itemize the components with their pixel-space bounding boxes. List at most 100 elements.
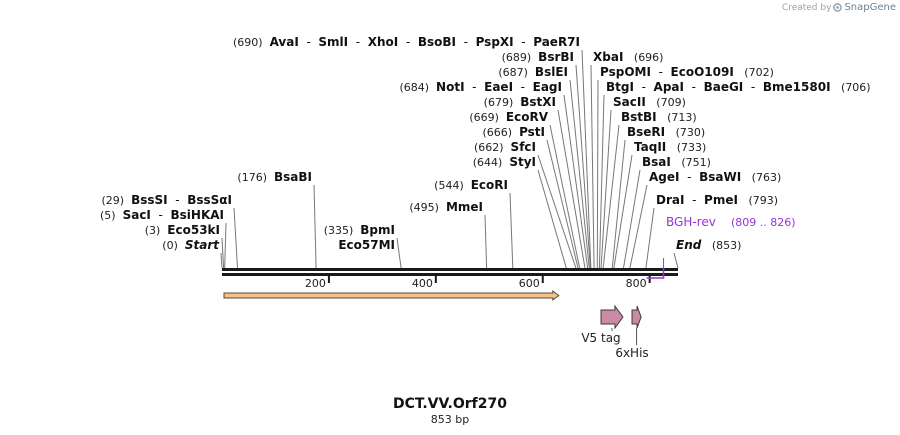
site-name: EagI	[533, 80, 562, 94]
site-name: BstBI	[621, 110, 657, 124]
site-separator: -	[679, 170, 699, 184]
site-position: (730)	[665, 126, 705, 139]
site-name: BseRI	[627, 125, 665, 139]
site-name: ApaI	[654, 80, 684, 94]
site-name: BsrBI	[538, 50, 574, 64]
site-line	[557, 109, 586, 269]
site-line	[673, 252, 679, 269]
site-separator: -	[634, 80, 654, 94]
site-label: (3) Eco53kI	[145, 223, 220, 237]
site-label: BsaI (751)	[642, 155, 711, 169]
site-name: EaeI	[484, 80, 513, 94]
site-name: SfcI	[511, 140, 536, 154]
axis-tick-label: 400	[412, 277, 433, 290]
site-label: SacII (709)	[613, 95, 686, 109]
site-name: BsiHKAI	[171, 208, 225, 222]
site-line	[313, 184, 317, 269]
site-label: (666) PstI	[482, 125, 545, 139]
site-line	[221, 237, 225, 269]
site-label: XbaI (696)	[593, 50, 663, 64]
site-position: (3)	[145, 224, 168, 237]
site-name: EcoRI	[471, 178, 508, 192]
sequence-length: 853 bp	[430, 413, 470, 426]
feature-label: V5 tag	[581, 331, 620, 345]
site-name: Eco57MI	[338, 238, 395, 252]
site-position: (29)	[101, 194, 131, 207]
site-label: (644) StyI	[473, 155, 536, 169]
site-name: SmlI	[318, 35, 348, 49]
site-line	[224, 222, 227, 269]
site-line	[622, 169, 641, 269]
site-label: BtgI - ApaI - BaeGI - Bme1580I (706)	[606, 80, 871, 94]
site-name: PmeI	[704, 193, 738, 207]
site-label: (5) SacI - BsiHKAI	[100, 208, 224, 222]
site-label: (29) BssSI - BssSαI	[101, 193, 232, 207]
site-name: AgeI	[649, 170, 679, 184]
snapgene-logo-icon	[833, 3, 843, 12]
site-position: (702)	[734, 66, 774, 79]
site-position: (689)	[502, 51, 539, 64]
site-name: SacII	[613, 95, 646, 109]
site-line	[396, 237, 402, 269]
site-label: BseRI (730)	[627, 125, 705, 139]
site-line	[537, 169, 567, 269]
site-name: BslEI	[535, 65, 568, 79]
site-name: TaqII	[634, 140, 666, 154]
axis-tick-label: 600	[519, 277, 540, 290]
site-position: (733)	[666, 141, 706, 154]
site-label: (495) MmeI	[409, 200, 483, 214]
primer-range: (809 .. 826)	[731, 216, 796, 229]
site-separator: -	[514, 35, 534, 49]
site-position: (713)	[657, 111, 697, 124]
site-position: (709)	[646, 96, 686, 109]
site-line	[575, 64, 591, 269]
site-label: BstBI (713)	[621, 110, 697, 124]
site-position: (853)	[701, 239, 741, 252]
site-label: (684) NotI - EaeI - EagI	[399, 80, 562, 94]
site-label: DraI - PmeI (793)	[656, 193, 778, 207]
site-label: (176) BsaBI	[237, 170, 312, 184]
primer-name: BGH-rev	[666, 215, 716, 229]
orf-layer	[223, 290, 560, 301]
site-name: EcoO109I	[671, 65, 734, 79]
site-name: XbaI	[593, 50, 623, 64]
site-label: (662) SfcI	[474, 140, 536, 154]
site-label: (689) BsrBI	[502, 50, 574, 64]
site-position: (679)	[484, 96, 521, 109]
feature-arrow	[631, 305, 642, 329]
site-position: (176)	[237, 171, 274, 184]
primer-arrow	[646, 268, 665, 279]
site-position: (495)	[409, 201, 446, 214]
site-label: (687) BslEI	[498, 65, 568, 79]
site-label: (690) AvaI - SmlI - XhoI - BsoBI - PspXI…	[233, 35, 580, 49]
axis-tick-label: 800	[626, 277, 647, 290]
site-line	[569, 79, 590, 269]
dna-backbone	[222, 268, 678, 276]
site-position: (684)	[399, 81, 436, 94]
site-separator: -	[465, 80, 485, 94]
site-line	[233, 207, 239, 269]
site-line	[484, 214, 488, 269]
site-separator: -	[684, 193, 704, 207]
site-line	[546, 139, 579, 269]
site-name: AvaI	[270, 35, 299, 49]
site-name: BaeGI	[704, 80, 744, 94]
site-line	[220, 252, 223, 269]
site-name: StyI	[509, 155, 536, 169]
site-name: EcoRV	[506, 110, 549, 124]
site-separator: -	[684, 80, 704, 94]
site-position: (544)	[434, 179, 471, 192]
site-name: MmeI	[446, 200, 483, 214]
site-name: BtgI	[606, 80, 634, 94]
site-position: (687)	[498, 66, 535, 79]
feature-label: 6xHis	[615, 346, 648, 360]
feature-arrow	[600, 304, 624, 330]
site-name: BsaI	[642, 155, 671, 169]
site-name: PspXI	[476, 35, 514, 49]
site-position: (335)	[324, 224, 361, 237]
site-line	[596, 79, 599, 269]
site-position: (662)	[474, 141, 511, 154]
site-line	[629, 184, 648, 269]
site-label: (669) EcoRV	[469, 110, 548, 124]
